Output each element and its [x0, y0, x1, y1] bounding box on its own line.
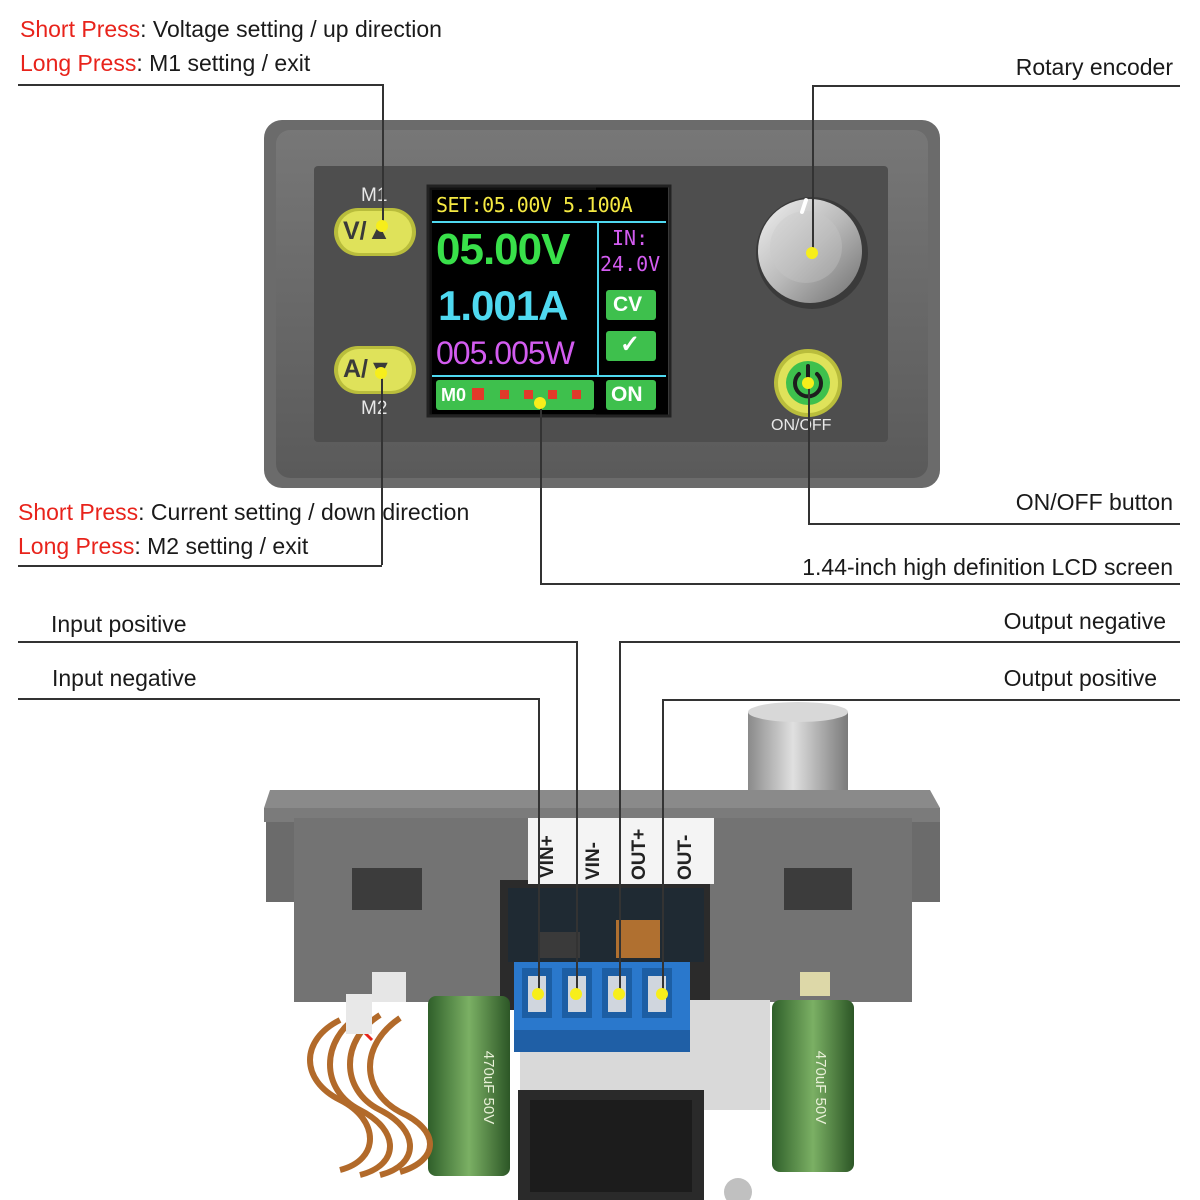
long-press-label: Long Press [20, 50, 137, 76]
marker-lcd [534, 397, 546, 409]
leader-line [381, 373, 383, 565]
leader-line [662, 699, 664, 994]
short-press-label: Short Press [20, 16, 141, 42]
leader-line [18, 84, 383, 86]
short-press-text: : Voltage setting / up direction [140, 16, 442, 42]
leader-line [18, 698, 539, 700]
terminal-out-minus: OUT- [675, 834, 696, 880]
terminal-out-plus: OUT+ [629, 828, 650, 880]
leader-line [812, 85, 814, 253]
terminal-vin-minus: VIN- [583, 842, 604, 880]
leader-line [576, 641, 578, 994]
lcd-set-line: SET:05.00V 5.100A [436, 193, 633, 217]
lcd-voltage: 05.00V [436, 225, 570, 274]
lcd-output-state: ON [611, 383, 643, 406]
leader-line [619, 641, 621, 994]
leader-line [808, 383, 810, 524]
lcd-memory-slot: M0 [441, 385, 467, 405]
power-button-label: ON/OFF [771, 417, 832, 434]
marker-rotary-encoder [806, 247, 818, 259]
marker-input-positive [570, 988, 582, 1000]
leader-line [812, 85, 1180, 87]
callout-lcd-screen: 1.44-inch high definition LCD screen [802, 554, 1173, 580]
lcd-ok-badge: ✓ [620, 331, 641, 358]
callout-input-positive: Input positive [51, 611, 187, 637]
capacitor-left-text: 470uF 50V [480, 1050, 498, 1125]
terminal-vin-plus: VIN+ [537, 835, 558, 878]
long-press-text: : M1 setting / exit [136, 50, 311, 76]
marker-on-off [802, 377, 814, 389]
leader-line [538, 698, 540, 994]
marker-input-negative [532, 988, 544, 1000]
capacitor-right-text: 470uF 50V [812, 1050, 830, 1125]
callout-m2-short: Short Press: Current setting / down dire… [18, 501, 469, 524]
callout-rotary-encoder: Rotary encoder [1015, 54, 1173, 80]
short-press-text: : Current setting / down direction [138, 499, 470, 525]
lcd-power: 005.005W [436, 335, 575, 371]
callout-m1-long: Long Press: M1 setting / exit [20, 52, 310, 75]
marker-m1 [376, 220, 388, 232]
marker-output-negative [613, 988, 625, 1000]
leader-line [18, 641, 577, 643]
leader-line [808, 523, 1180, 525]
callout-m2-long: Long Press: M2 setting / exit [18, 535, 308, 558]
long-press-text: : M2 setting / exit [134, 533, 309, 559]
marker-m2 [375, 367, 387, 379]
lcd-in-value: 24.0V [600, 252, 661, 276]
rear-view [264, 702, 940, 1200]
short-press-label: Short Press [18, 499, 139, 525]
callout-output-positive: Output positive [1003, 665, 1157, 691]
long-press-label: Long Press [18, 533, 135, 559]
lcd-mode-badge: CV [613, 293, 643, 316]
callout-m1-short: Short Press: Voltage setting / up direct… [20, 18, 442, 41]
marker-output-positive [656, 988, 668, 1000]
leader-line [540, 403, 542, 584]
m2-label: M2 [361, 398, 388, 419]
callout-on-off-button: ON/OFF button [1015, 489, 1173, 515]
leader-line [619, 641, 1180, 643]
leader-line [662, 699, 1180, 701]
m1-label: M1 [361, 185, 388, 206]
leader-line [18, 565, 382, 567]
leader-line [540, 583, 1180, 585]
lcd-in-label: IN: [612, 226, 649, 250]
leader-line [382, 84, 384, 226]
lcd-current: 1.001A [438, 282, 568, 329]
callout-output-negative: Output negative [1003, 608, 1166, 634]
callout-input-negative: Input negative [52, 665, 197, 691]
front-panel [264, 120, 940, 488]
